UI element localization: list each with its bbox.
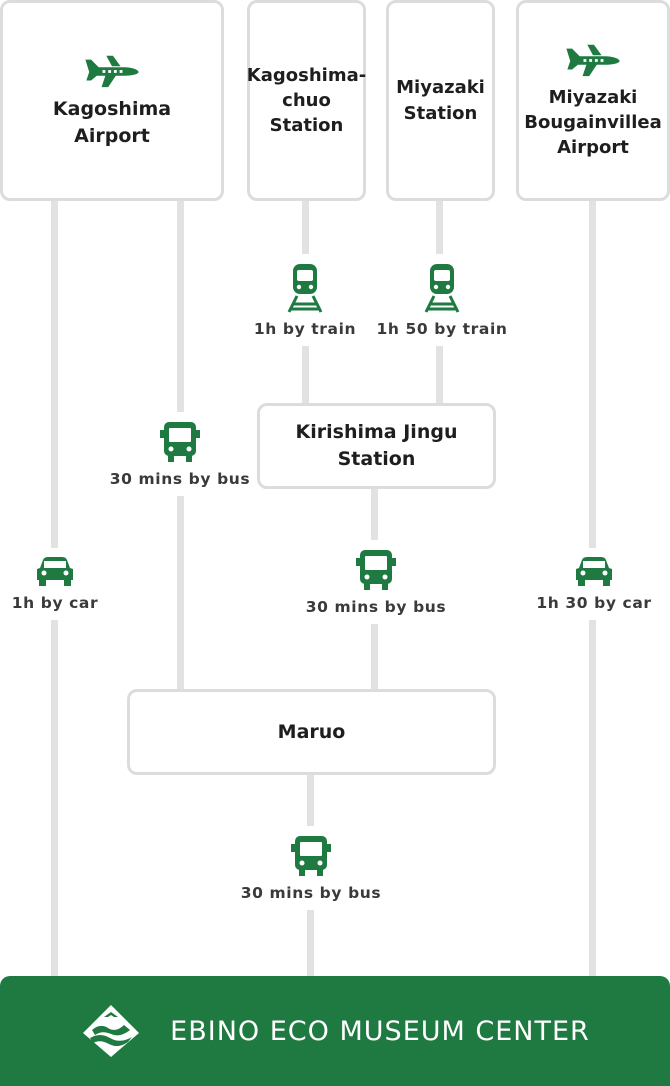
route-text: 1h by train — [253, 320, 357, 338]
origin-name: Miyazaki Station — [396, 77, 485, 124]
origin-name: Kagoshima- chuo Station — [246, 64, 367, 137]
route-text: 30 mins by bus — [305, 598, 447, 616]
route-label-kagoshima-chuo-train: 1h by train — [250, 254, 360, 346]
route-label-miyazaki-airport-car: 1h 30 by car — [532, 548, 656, 620]
route-text: 1h 50 by train — [376, 320, 508, 338]
route-label-miyazaki-train: 1h 50 by train — [372, 254, 512, 346]
destination-banner: EBINO ECO MUSEUM CENTER — [0, 976, 670, 1086]
train-icon — [287, 264, 323, 313]
car-icon — [37, 557, 73, 586]
hub-name: Maruo — [277, 720, 346, 743]
route-text: 1h 30 by car — [536, 594, 652, 612]
car-icon — [576, 557, 612, 586]
bus-icon — [291, 836, 331, 876]
route-label-kirishima-bus: 30 mins by bus — [300, 540, 452, 624]
destination-title: EBINO ECO MUSEUM CENTER — [170, 1015, 590, 1047]
hub-name: Kirishima Jingu Station — [295, 421, 458, 470]
origin-kagoshima-airport: Kagoshima Airport — [0, 0, 224, 201]
route-text: 1h by car — [11, 594, 99, 612]
bus-icon — [160, 422, 200, 462]
route-text: 30 mins by bus — [109, 470, 251, 488]
route-label-maruo-bus: 30 mins by bus — [235, 826, 387, 910]
hub-maruo: Maruo — [127, 689, 496, 775]
origin-name: Kagoshima Airport — [52, 97, 172, 147]
route-text: 30 mins by bus — [240, 884, 382, 902]
bus-icon — [356, 550, 396, 590]
origin-miyazaki-station: Miyazaki Station — [386, 0, 495, 201]
origin-miyazaki-bougainvillea-airport: Miyazaki Bougainvillea Airport — [516, 0, 670, 201]
airplane-icon — [85, 55, 139, 88]
train-icon — [424, 264, 460, 313]
origin-name: Miyazaki Bougainvillea Airport — [524, 86, 662, 159]
airplane-icon — [566, 44, 620, 76]
route-label-kagoshima-airport-car: 1h by car — [8, 548, 102, 620]
hub-kirishima-jingu-station: Kirishima Jingu Station — [257, 403, 496, 489]
museum-logo-icon — [83, 1005, 140, 1057]
origin-kagoshima-chuo-station: Kagoshima- chuo Station — [247, 0, 366, 201]
route-label-kagoshima-airport-bus: 30 mins by bus — [104, 412, 256, 496]
